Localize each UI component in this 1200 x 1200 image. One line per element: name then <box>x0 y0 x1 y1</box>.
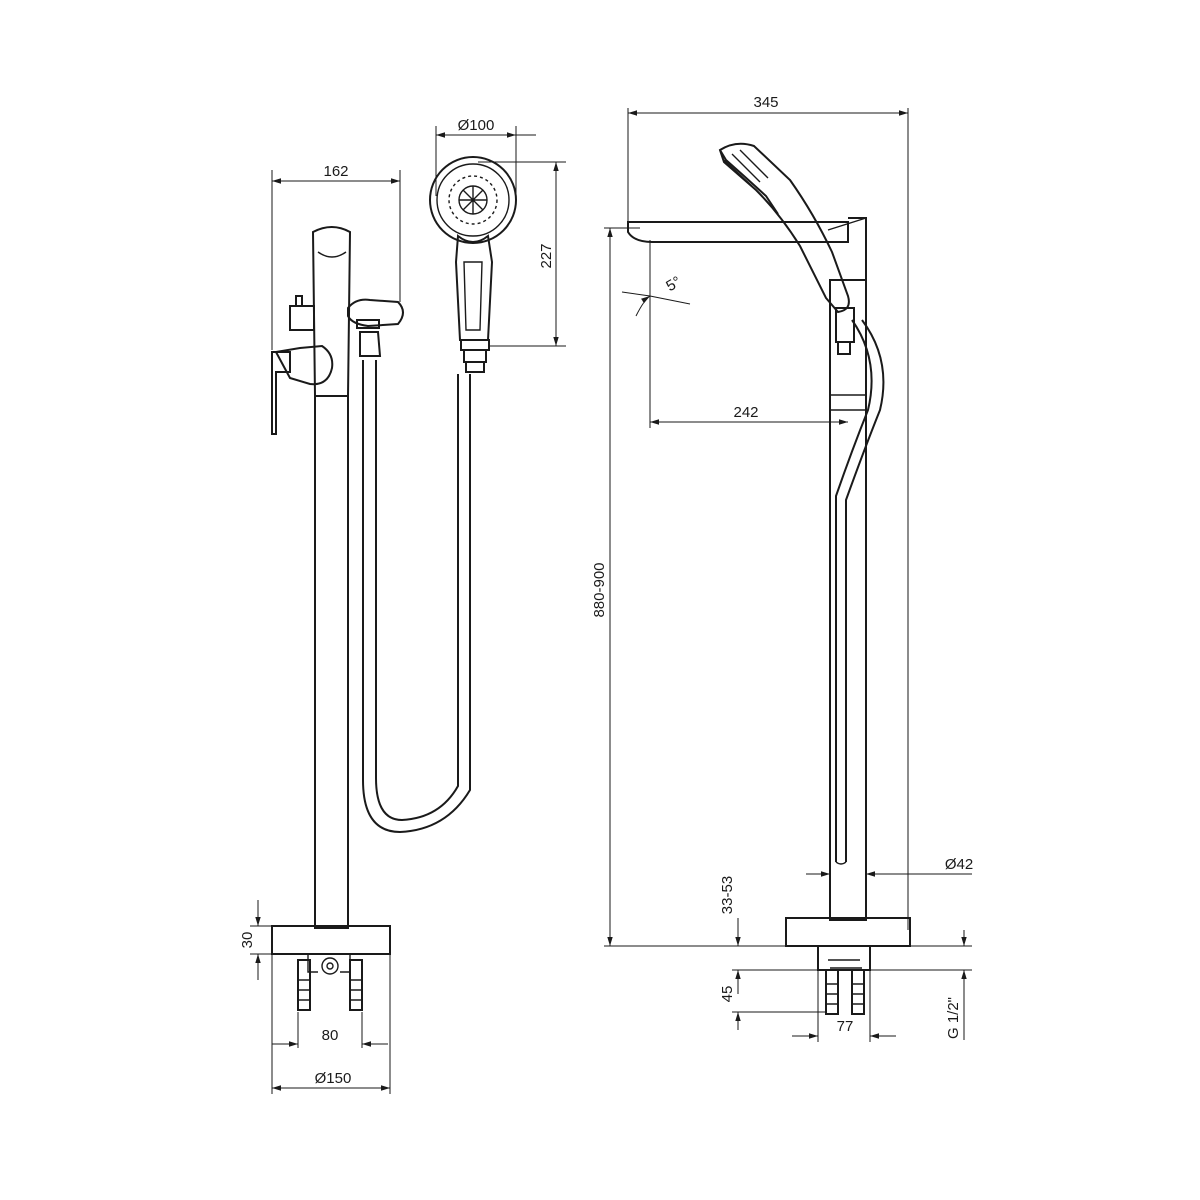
side-hose <box>845 319 885 862</box>
label-33-53: 33-53 <box>719 876 736 914</box>
label-80: 80 <box>322 1027 339 1044</box>
dimension-lines <box>250 108 972 1094</box>
label-diameter-100: Ø100 <box>458 117 495 134</box>
label-45: 45 <box>719 986 736 1003</box>
lever-handle <box>271 351 291 435</box>
dimension-labels: 162 Ø100 227 30 80 Ø150 345 5° 242 880-9… <box>239 94 973 1087</box>
label-227: 227 <box>538 243 555 268</box>
side-base <box>785 917 911 947</box>
shower-holder <box>347 298 404 328</box>
diverter-knob <box>289 305 315 331</box>
front-view <box>271 156 517 1011</box>
label-diameter-150: Ø150 <box>315 1070 352 1087</box>
side-connector <box>817 945 871 1015</box>
front-base <box>271 925 391 955</box>
side-view <box>627 142 911 1015</box>
label-345: 345 <box>753 94 778 111</box>
shower-handle <box>454 234 494 341</box>
label-162: 162 <box>323 163 348 180</box>
cartridge-housing <box>274 344 334 386</box>
side-column <box>829 279 867 921</box>
label-g-half-inch: G 1/2" <box>945 997 962 1039</box>
front-column <box>314 395 349 929</box>
label-30: 30 <box>239 932 256 949</box>
front-mounting-kit <box>297 954 363 1011</box>
side-spout <box>627 221 849 243</box>
label-880-900: 880-900 <box>591 562 608 617</box>
label-diameter-42: Ø42 <box>945 856 973 873</box>
label-5-degree: 5° <box>663 273 684 295</box>
label-77: 77 <box>837 1018 854 1035</box>
side-hand-shower <box>718 142 855 355</box>
front-upper-body <box>311 226 352 397</box>
label-242: 242 <box>733 404 758 421</box>
shower-hose <box>362 360 471 834</box>
